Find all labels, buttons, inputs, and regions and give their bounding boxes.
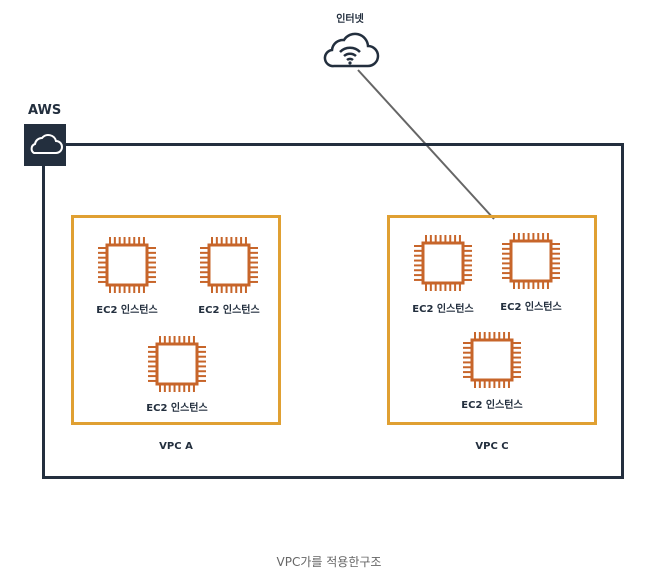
wifi-cloud-icon — [323, 32, 380, 68]
ec2-chip-icon — [463, 332, 521, 388]
vpc-a-label: VPC A — [159, 441, 193, 452]
ec2-chip-icon — [148, 336, 206, 392]
aws-cloud-icon — [24, 124, 66, 166]
ec2-instance-label: EC2 인스턴스 — [146, 403, 208, 414]
vpc-c-boundary — [387, 215, 597, 425]
ec2-instance-label: EC2 인스턴스 — [198, 305, 260, 316]
vpc-c-label: VPC C — [475, 441, 509, 452]
ec2-instance-label: EC2 인스턴스 — [412, 304, 474, 315]
ec2-chip-icon — [200, 237, 258, 293]
ec2-instance-label: EC2 인스턴스 — [461, 400, 523, 411]
vpc-a-boundary — [71, 215, 281, 425]
internet-label: 인터넷 — [336, 14, 364, 25]
figure-caption: VPC가를 적용한구조 — [276, 555, 382, 569]
aws-label: AWS — [28, 103, 62, 118]
ec2-instance-label: EC2 인스턴스 — [96, 305, 158, 316]
ec2-chip-icon — [414, 235, 472, 291]
ec2-chip-icon — [502, 233, 560, 289]
aws-cloud-boundary — [42, 143, 624, 479]
ec2-instance-label: EC2 인스턴스 — [500, 302, 562, 313]
ec2-chip-icon — [98, 237, 156, 293]
